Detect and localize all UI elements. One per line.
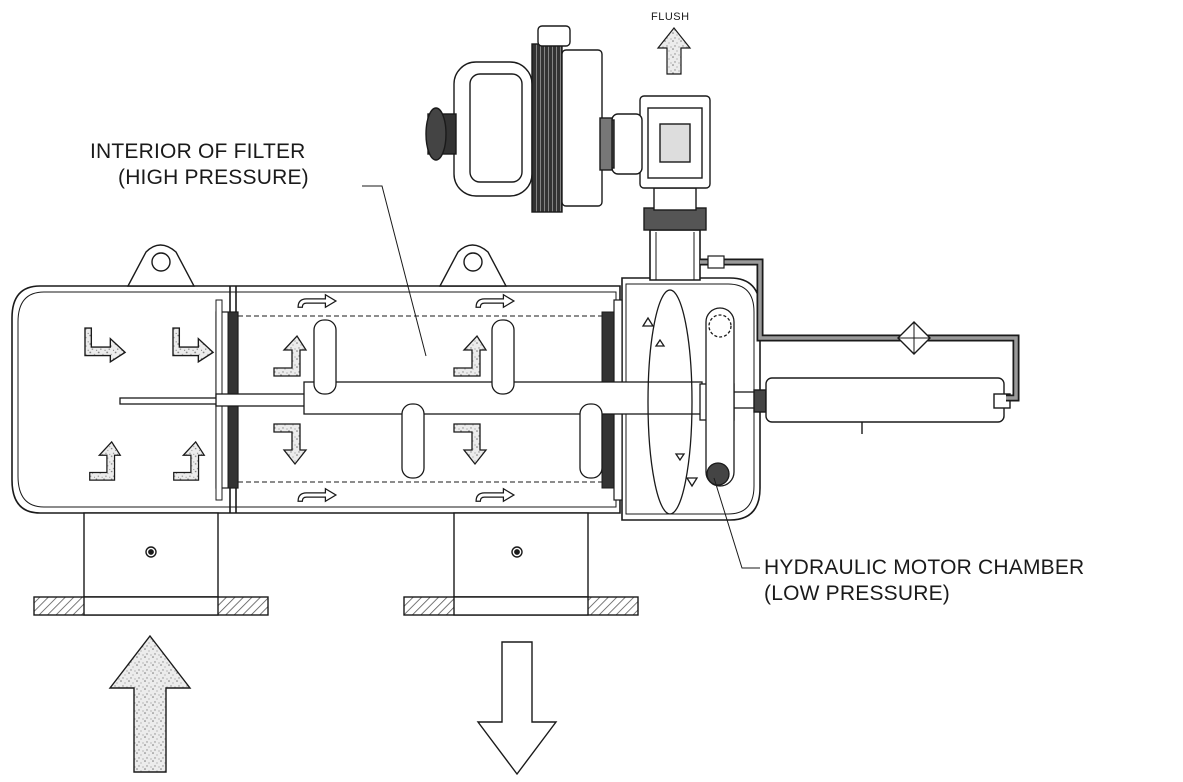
flush-label: FLUSH xyxy=(651,11,690,23)
lifting-lugs xyxy=(126,244,508,287)
piston-cylinder xyxy=(753,377,1011,434)
flush-valve xyxy=(599,95,711,231)
outlet-arrow-icon xyxy=(476,641,558,776)
hydraulic-motor xyxy=(641,289,735,515)
interior-label-line1: INTERIOR OF FILTER xyxy=(90,140,306,163)
leader-lines xyxy=(362,185,760,569)
flush-arrow-icon xyxy=(656,27,692,75)
motor-chamber-label-line1: HYDRAULIC MOTOR CHAMBER xyxy=(764,556,1085,579)
control-motor xyxy=(425,25,613,213)
interior-label-line2: (HIGH PRESSURE) xyxy=(118,166,309,189)
hydraulic-tubing xyxy=(700,255,1020,402)
support-legs xyxy=(33,512,639,616)
vessel-body xyxy=(11,229,761,521)
inlet-arrow-icon xyxy=(108,634,192,773)
motor-chamber-label-line2: (LOW PRESSURE) xyxy=(764,582,950,605)
